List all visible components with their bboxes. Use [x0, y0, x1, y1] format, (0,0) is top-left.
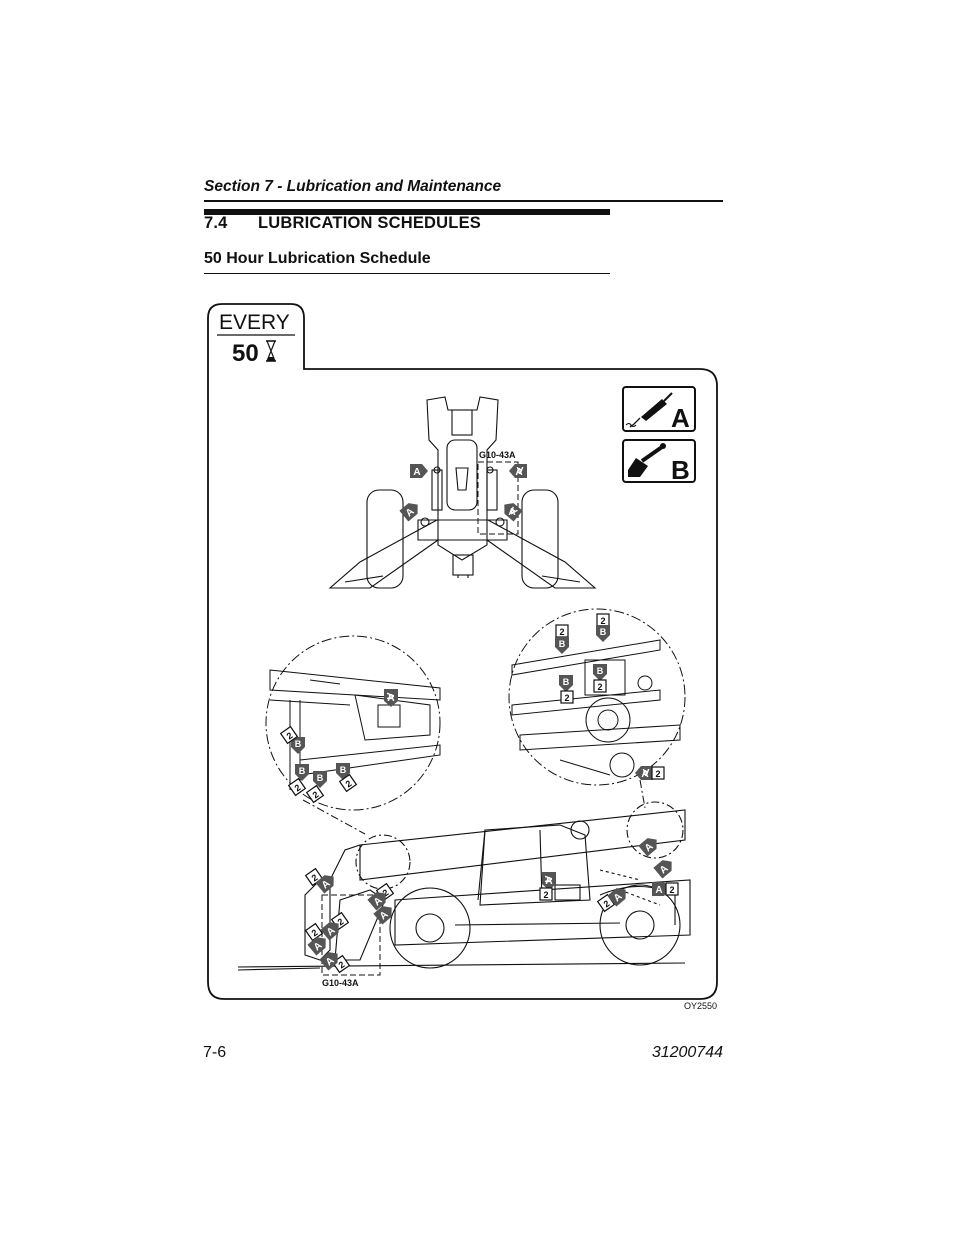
side-view-drawing [237, 801, 691, 971]
svg-text:A: A [387, 693, 394, 704]
every-label: EVERY [219, 311, 290, 334]
interval-hours: 50 [232, 340, 259, 367]
svg-text:A: A [508, 507, 515, 518]
heading-title: LUBRICATION SCHEDULES [258, 214, 481, 232]
rear-view-drawing [328, 396, 597, 589]
svg-text:A: A [671, 403, 690, 433]
figure-code: OY2550 [683, 1001, 717, 1011]
subheading-rule [204, 273, 610, 274]
section-heading: 7.4 LUBRICATION SCHEDULES [204, 214, 481, 233]
heading-number: 7.4 [204, 214, 228, 232]
left-detail-view: A [265, 635, 441, 811]
right-detail-view: A [508, 608, 686, 786]
footer-document-number: 31200744 [651, 1044, 723, 1061]
hourglass-icon [266, 340, 276, 362]
section-header: Section 7 - Lubrication and Maintenance [204, 178, 502, 195]
svg-text:A: A [515, 467, 522, 478]
svg-text:B: B [671, 455, 690, 485]
legend-grease-gun-A: A [622, 386, 696, 433]
heading-rule [204, 209, 610, 215]
footer-page-number: 7-6 [203, 1044, 227, 1061]
header-rule [204, 200, 723, 202]
subheading: 50 Hour Lubrication Schedule [204, 250, 431, 267]
grease-gun-icon [625, 392, 673, 428]
top-part-label: G10-43A [479, 450, 516, 460]
legend-brush-B: B [622, 439, 696, 485]
figure-frame [207, 303, 718, 1000]
bottom-part-label: G10-43A [322, 978, 359, 988]
brush-oil-icon [628, 443, 666, 477]
svg-text:A: A [545, 876, 552, 887]
svg-text:A: A [641, 769, 648, 780]
